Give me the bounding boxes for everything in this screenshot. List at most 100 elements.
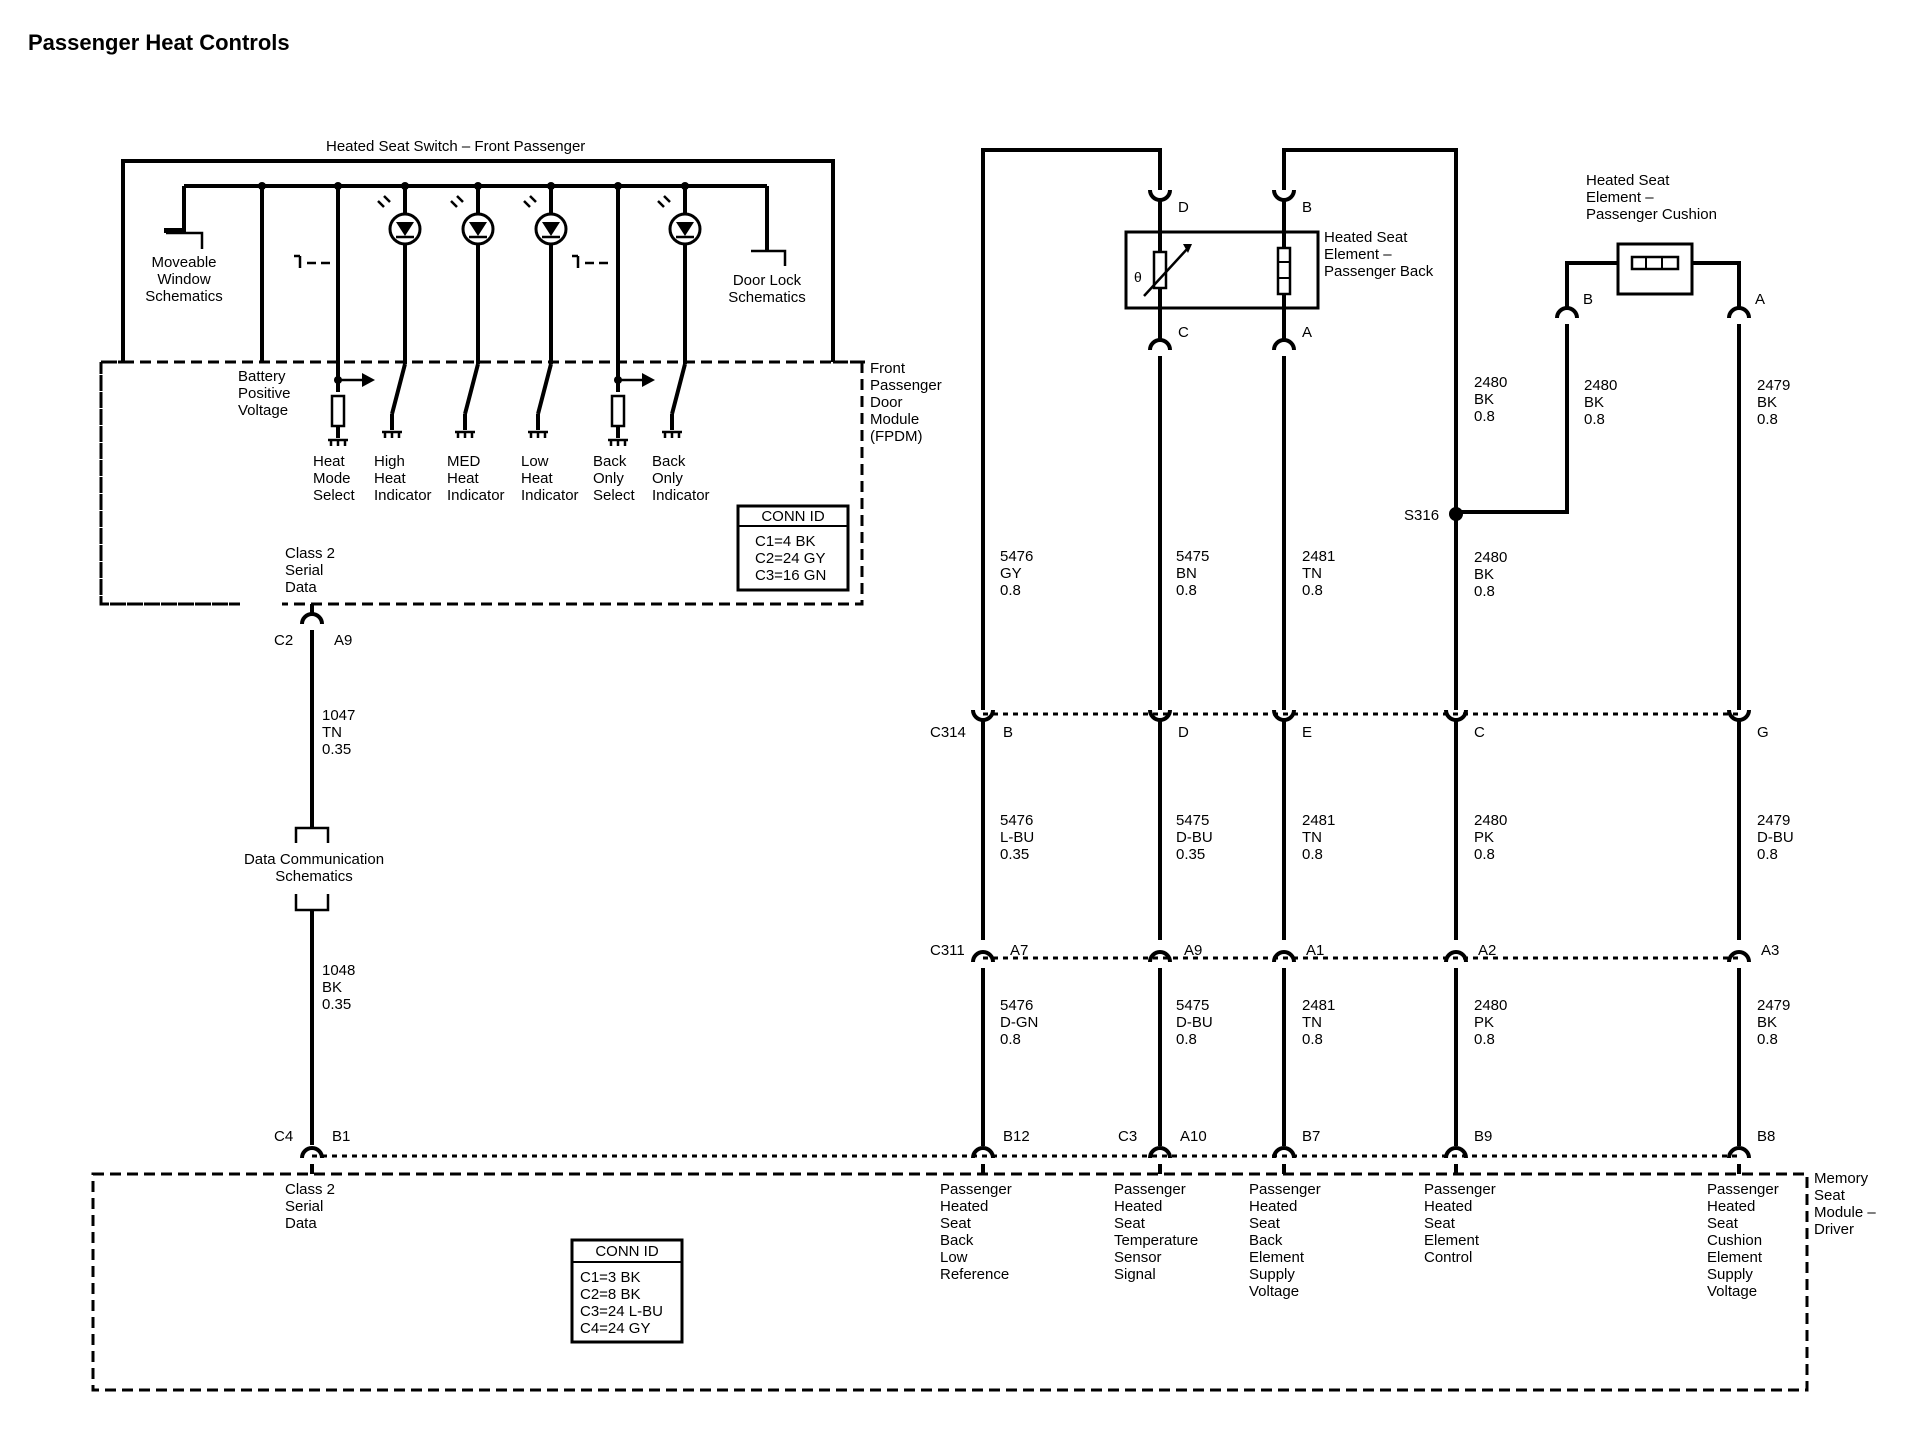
svg-text:BK: BK <box>322 979 342 996</box>
back-only-select-switch <box>572 186 655 446</box>
back-element-top-pins: D B <box>1148 189 1312 232</box>
svg-text:Memory: Memory <box>1814 1170 1869 1187</box>
svg-text:0.8: 0.8 <box>1474 846 1495 863</box>
msm-box <box>91 1172 1809 1392</box>
svg-text:2480: 2480 <box>1474 374 1507 391</box>
svg-text:G: G <box>1757 724 1769 741</box>
svg-text:C1=3 BK: C1=3 BK <box>580 1269 640 1286</box>
svg-text:0.8: 0.8 <box>1302 1031 1323 1048</box>
fpdm-function-labels: Heat Mode Select High Heat Indicator MED… <box>313 453 710 504</box>
cushion-loop-left <box>1565 261 1618 308</box>
c314-label: C314 <box>930 724 966 741</box>
svg-text:0.8: 0.8 <box>1000 582 1021 599</box>
svg-text:Back: Back <box>940 1232 974 1249</box>
back-element-loop-d <box>981 148 1162 190</box>
svg-text:B12: B12 <box>1003 1128 1030 1145</box>
svg-text:Schematics: Schematics <box>728 289 806 306</box>
switch-box-outline <box>121 159 835 362</box>
svg-text:Driver: Driver <box>1814 1221 1854 1238</box>
svg-text:GY: GY <box>1000 565 1022 582</box>
svg-text:Signal: Signal <box>1114 1266 1156 1283</box>
svg-text:Heated: Heated <box>1424 1198 1472 1215</box>
svg-text:0.35: 0.35 <box>322 741 351 758</box>
svg-text:MED: MED <box>447 453 481 470</box>
lower-wire-labels: 5476 D-GN 0.8 5475 D-BU 0.8 2481 TN 0.8 … <box>1000 997 1790 1048</box>
svg-text:Module: Module <box>870 411 919 428</box>
moveable-window-tap <box>164 186 186 233</box>
svg-text:Heated: Heated <box>1114 1198 1162 1215</box>
svg-text:Heat: Heat <box>447 470 480 487</box>
svg-text:B: B <box>1003 724 1013 741</box>
switch-title: Heated Seat Switch – Front Passenger <box>326 138 585 155</box>
svg-text:Seat: Seat <box>1114 1215 1146 1232</box>
svg-text:A2: A2 <box>1478 942 1496 959</box>
svg-text:Indicator: Indicator <box>447 487 505 504</box>
c311-pins: A7 A9 A1 A2 A3 <box>971 942 1779 963</box>
svg-text:Element –: Element – <box>1586 189 1654 206</box>
svg-text:Positive: Positive <box>238 385 291 402</box>
msm-pin-labels: C4 B1 B12 C3 A10 B7 B9 B8 <box>274 1128 1775 1145</box>
svg-text:Passenger: Passenger <box>1249 1181 1321 1198</box>
svg-text:Element: Element <box>1707 1249 1763 1266</box>
svg-text:0.35: 0.35 <box>322 996 351 1013</box>
svg-text:0.8: 0.8 <box>1000 1031 1021 1048</box>
svg-text:Heated: Heated <box>940 1198 988 1215</box>
svg-text:CONN ID: CONN ID <box>761 508 825 525</box>
wire-2480-cushion <box>1456 324 1569 514</box>
svg-text:PK: PK <box>1474 1014 1494 1031</box>
svg-text:1047: 1047 <box>322 707 355 724</box>
svg-text:Control: Control <box>1424 1249 1472 1266</box>
svg-text:Cushion: Cushion <box>1707 1232 1762 1249</box>
led-low <box>523 186 568 364</box>
svg-text:Seat: Seat <box>1707 1215 1739 1232</box>
svg-text:Voltage: Voltage <box>1249 1283 1299 1300</box>
svg-text:BK: BK <box>1584 394 1604 411</box>
svg-text:Voltage: Voltage <box>238 402 288 419</box>
svg-text:C2: C2 <box>274 632 293 649</box>
svg-text:D-BU: D-BU <box>1757 829 1794 846</box>
svg-text:BK: BK <box>1474 566 1494 583</box>
svg-text:2480: 2480 <box>1474 549 1507 566</box>
mid-wires <box>981 720 1741 940</box>
fpdm-connector: C2 A9 <box>274 604 352 649</box>
svg-text:Select: Select <box>313 487 356 504</box>
wire-1048-label: 1048 BK 0.35 <box>322 962 355 1013</box>
svg-text:L-BU: L-BU <box>1000 829 1034 846</box>
svg-text:0.8: 0.8 <box>1757 411 1778 428</box>
svg-text:BN: BN <box>1176 565 1197 582</box>
svg-text:A: A <box>1302 324 1312 341</box>
svg-text:Voltage: Voltage <box>1707 1283 1757 1300</box>
heater-element-icon <box>1276 232 1292 308</box>
svg-text:Element: Element <box>1424 1232 1480 1249</box>
svg-text:C3=16 GN: C3=16 GN <box>755 567 826 584</box>
svg-text:Sensor: Sensor <box>1114 1249 1162 1266</box>
svg-text:C4: C4 <box>274 1128 293 1145</box>
svg-text:Heated Seat: Heated Seat <box>1586 172 1670 189</box>
svg-text:Low: Low <box>940 1249 968 1266</box>
upper-wire-labels: 5476 GY 0.8 5475 BN 0.8 2481 TN 0.8 2480… <box>1000 374 1790 600</box>
svg-text:(FPDM): (FPDM) <box>870 428 923 445</box>
svg-text:Schematics: Schematics <box>275 868 353 885</box>
svg-text:Indicator: Indicator <box>652 487 710 504</box>
svg-text:E: E <box>1302 724 1312 741</box>
svg-text:Temperature: Temperature <box>1114 1232 1198 1249</box>
svg-text:BK: BK <box>1757 394 1777 411</box>
svg-text:Heated: Heated <box>1707 1198 1755 1215</box>
svg-text:High: High <box>374 453 405 470</box>
svg-text:2480: 2480 <box>1474 997 1507 1014</box>
svg-text:Serial: Serial <box>285 562 323 579</box>
svg-text:Passenger Cushion: Passenger Cushion <box>1586 206 1717 223</box>
svg-text:Back: Back <box>593 453 627 470</box>
led-back-only <box>657 186 702 364</box>
svg-text:D: D <box>1178 724 1189 741</box>
svg-text:C3: C3 <box>1118 1128 1137 1145</box>
svg-text:Passenger Back: Passenger Back <box>1324 263 1434 280</box>
svg-text:Only: Only <box>652 470 683 487</box>
svg-text:B: B <box>1302 199 1312 216</box>
svg-text:Heat: Heat <box>313 453 346 470</box>
svg-text:Back: Back <box>652 453 686 470</box>
class2-fpdm-label: Class 2 Serial Data <box>285 545 335 596</box>
conn-id-fpdm: CONN ID C1=4 BK C2=24 GY C3=16 GN <box>736 504 850 592</box>
heat-mode-select-switch <box>294 186 375 446</box>
